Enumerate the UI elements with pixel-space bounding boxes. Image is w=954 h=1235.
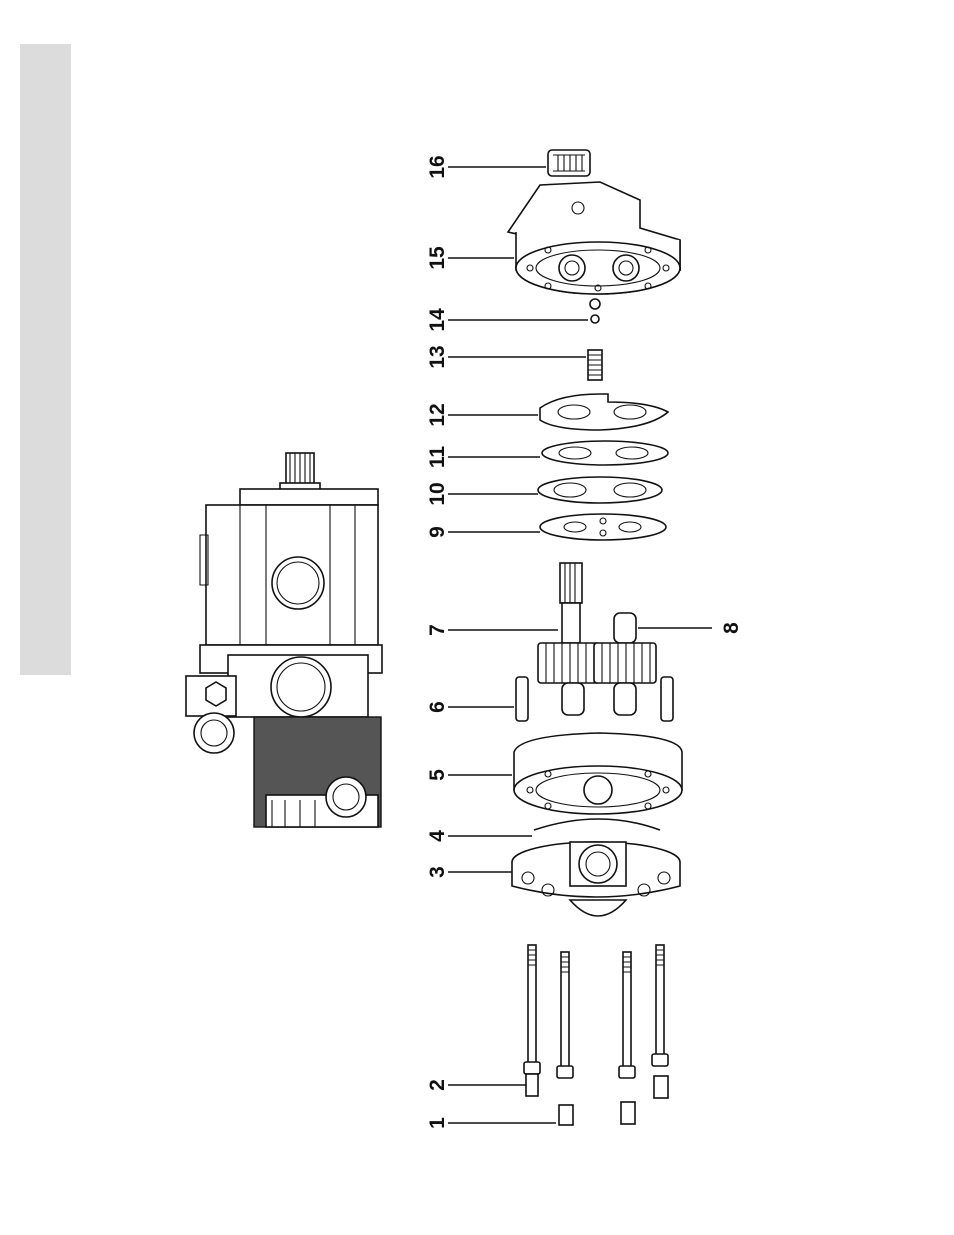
callout-16: 16 <box>426 155 449 178</box>
part-9-plate <box>540 514 666 540</box>
callout-14: 14 <box>426 308 449 332</box>
part-1-2-bolts <box>524 945 668 1125</box>
part-12-wear-plate <box>540 394 668 430</box>
part-14-balls <box>590 299 600 323</box>
part-13-spring <box>588 350 602 380</box>
callout-1: 1 <box>426 1117 449 1129</box>
callout-4: 4 <box>426 830 449 842</box>
callout-13: 13 <box>426 345 449 368</box>
part-7-drive-gear <box>538 563 600 715</box>
part-16-bearing <box>548 150 590 176</box>
part-3-front-cover <box>512 842 680 916</box>
part-15-rear-housing <box>508 182 680 294</box>
callout-3: 3 <box>426 866 449 878</box>
callout-10: 10 <box>426 482 449 505</box>
callout-6: 6 <box>426 701 449 713</box>
callout-11: 11 <box>426 446 449 469</box>
callout-7: 7 <box>426 624 449 636</box>
part-11-gasket <box>542 441 668 465</box>
callout-2: 2 <box>426 1079 449 1091</box>
callout-labels: 1 2 3 4 5 6 7 8 9 10 11 12 13 14 15 16 <box>426 155 743 1129</box>
part-5-gear-housing <box>514 733 682 814</box>
callout-8: 8 <box>720 622 743 634</box>
callout-5: 5 <box>426 769 449 781</box>
callout-12: 12 <box>426 403 449 426</box>
assembled-pump <box>186 453 382 827</box>
part-10-seal-plate <box>538 477 662 503</box>
part-4-o-ring <box>534 819 660 830</box>
callout-15: 15 <box>426 246 449 270</box>
callout-9: 9 <box>426 526 449 538</box>
